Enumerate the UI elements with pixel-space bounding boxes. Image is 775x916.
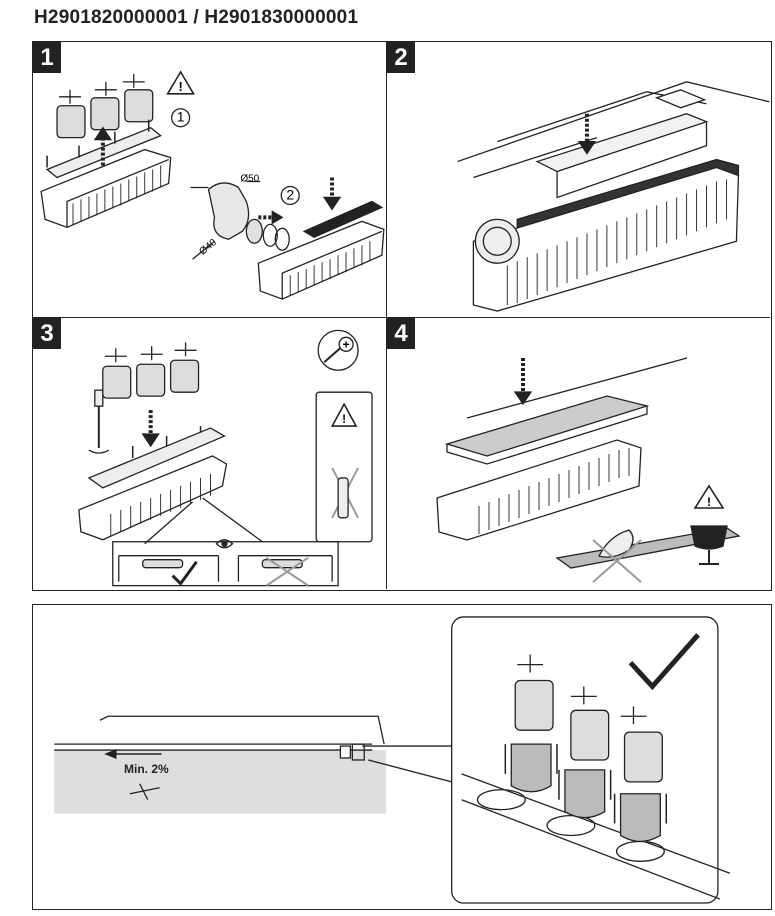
elbow-pipe: [207, 182, 250, 240]
warning-icon: [330, 402, 358, 427]
dimension-b: Ø40: [197, 237, 219, 258]
slope-label: Min. 2%: [124, 762, 169, 776]
filter-insert: [124, 89, 154, 123]
panel-number-4: 4: [387, 318, 415, 349]
eye-icon: [215, 539, 234, 549]
step-marker-1: 1: [177, 109, 185, 125]
clip-icon: [122, 73, 145, 88]
warning-glyph: !: [707, 495, 711, 509]
screwdriver-icon: [317, 329, 359, 371]
check-icon: [171, 560, 198, 586]
clip-icon: [140, 346, 163, 361]
dimension-a: Ø50: [240, 173, 259, 184]
instruction-grid: 1: [32, 41, 772, 591]
warning-icon: [693, 484, 725, 509]
panel-2-illustration: [457, 81, 770, 312]
check-icon: [628, 633, 700, 691]
warning-glyph: !: [342, 412, 346, 426]
clip-icon: [59, 89, 81, 104]
cross-icon: [592, 539, 642, 583]
panel-1: 1: [33, 42, 387, 318]
panel-4: 4: [387, 318, 770, 589]
panel-1-illustration: 1 2 ! Ø50 Ø40: [40, 70, 385, 300]
filter-insert: [56, 105, 86, 139]
panel-number-3: 3: [33, 318, 61, 349]
screwdriver-glyph: +: [343, 337, 350, 351]
panel-number-2: 2: [387, 42, 415, 73]
foot-icon: [598, 529, 634, 558]
cross-icon: [265, 556, 309, 587]
panel-3: 3: [33, 318, 387, 589]
panel-4-illustration: !: [436, 357, 741, 583]
panel-3-illustration: + !: [78, 329, 373, 587]
overview-illustration: [54, 616, 731, 904]
clip-icon: [174, 342, 197, 357]
document-title: H2901820000001 / H2901830000001: [34, 7, 359, 28]
warning-glyph: !: [178, 79, 182, 94]
clip-icon: [94, 81, 117, 96]
filter-insert: [90, 97, 120, 131]
panel-2: 2: [387, 42, 770, 318]
overview-panel: Min. 2%: [32, 604, 772, 910]
panel-number-1: 1: [33, 42, 61, 73]
warning-icon: [166, 70, 195, 95]
step-marker-2: 2: [286, 186, 294, 202]
clip-icon: [104, 348, 127, 363]
fragile-icon: [690, 525, 728, 550]
